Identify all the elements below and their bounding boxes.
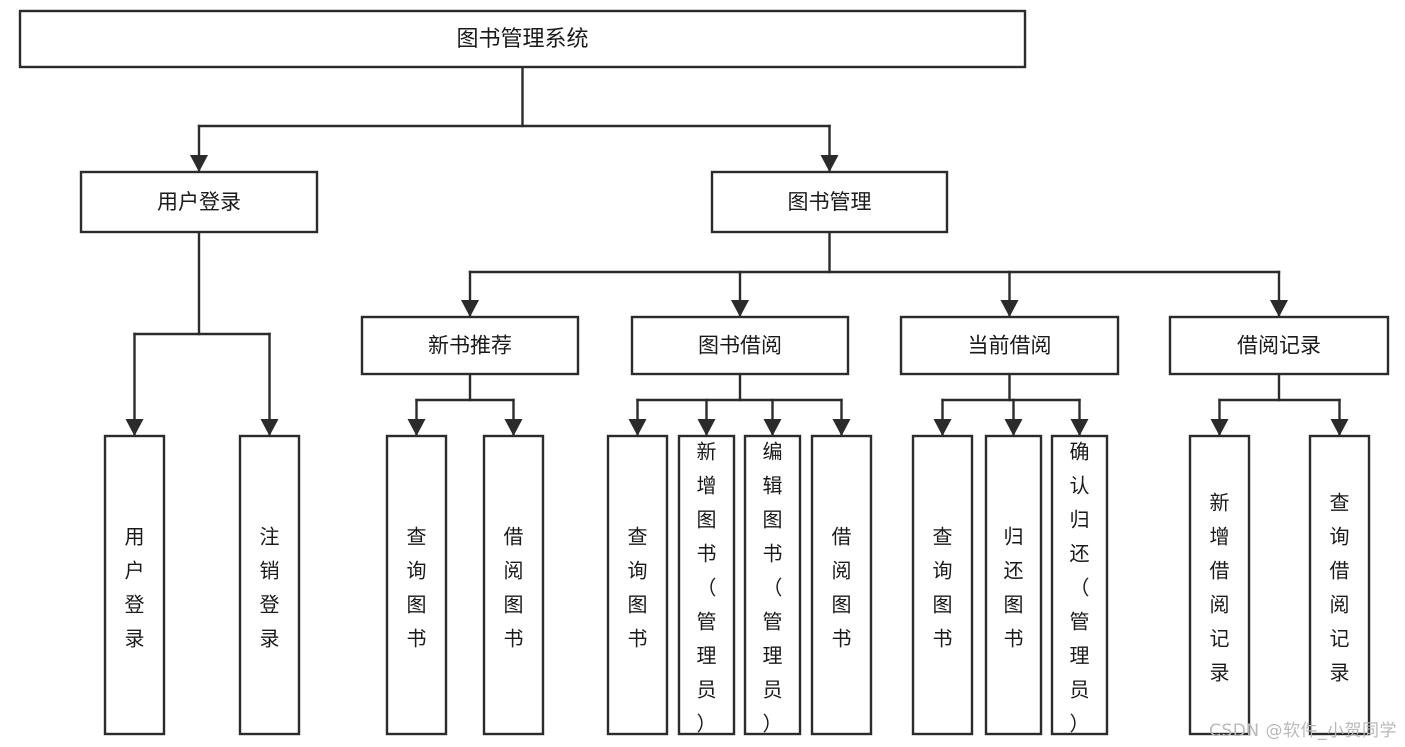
node-label: 借阅记录 xyxy=(1237,334,1321,358)
node-box[interactable] xyxy=(103,434,166,736)
node-label-vertical: 编辑图书（管理员） xyxy=(763,440,783,736)
arrow-head-icon xyxy=(731,300,749,317)
node-label-vertical: 注销登录 xyxy=(260,525,280,651)
node-box[interactable] xyxy=(79,170,319,234)
node-box[interactable] xyxy=(482,434,545,736)
node-box[interactable] xyxy=(1308,434,1371,736)
arrow-head-icon xyxy=(832,419,851,436)
arrow-head-icon xyxy=(697,419,716,436)
node-box[interactable] xyxy=(238,434,301,736)
node-label: 图书管理 xyxy=(788,190,872,214)
node-leaf[interactable]: 归还图书 xyxy=(984,434,1043,736)
node-leaf[interactable]: 借阅图书 xyxy=(482,434,545,736)
arrow-head-icon xyxy=(260,419,279,436)
node-label: 用户登录 xyxy=(157,190,241,214)
arrow-head-icon xyxy=(1004,419,1023,436)
node-label: 图书管理系统 xyxy=(456,27,588,52)
arrow-head-icon xyxy=(504,419,523,436)
node-label-vertical: 确认归还（管理员） xyxy=(1070,440,1090,736)
node-label-vertical: 新增借阅记录 xyxy=(1210,491,1230,685)
node-root[interactable]: 图书管理系统 xyxy=(18,9,1027,69)
node-box[interactable] xyxy=(1168,315,1390,376)
node-label: 当前借阅 xyxy=(968,334,1052,358)
node-box[interactable] xyxy=(984,434,1043,736)
node-layer: 图书管理系统用户登录图书管理新书推荐图书借阅当前借阅借阅记录用户登录注销登录查询… xyxy=(18,9,1390,736)
node-leaf[interactable]: 查询借阅记录 xyxy=(1308,434,1371,736)
node-level3[interactable]: 图书借阅 xyxy=(630,315,850,376)
arrow-head-icon xyxy=(1270,300,1288,317)
node-label-vertical: 用户登录 xyxy=(125,525,145,651)
arrow-head-icon xyxy=(1000,300,1019,317)
arrow-head-icon xyxy=(190,155,208,172)
node-leaf[interactable]: 注销登录 xyxy=(238,434,301,736)
node-label-vertical: 查询图书 xyxy=(933,525,953,651)
arrow-head-icon xyxy=(820,155,839,172)
node-level2[interactable]: 用户登录 xyxy=(79,170,319,234)
arrow-head-icon xyxy=(1330,419,1349,436)
node-level3[interactable]: 新书推荐 xyxy=(360,315,580,376)
node-label: 新书推荐 xyxy=(428,334,512,358)
node-box[interactable] xyxy=(1188,434,1251,736)
arrow-head-icon xyxy=(1210,419,1229,436)
arrow-head-icon xyxy=(125,419,144,436)
node-label-vertical: 新增图书（管理员） xyxy=(697,440,717,736)
node-leaf[interactable]: 查询图书 xyxy=(911,434,974,736)
node-box[interactable] xyxy=(606,434,669,736)
node-label: 图书借阅 xyxy=(698,334,782,358)
node-leaf[interactable]: 借阅图书 xyxy=(810,434,873,736)
node-label-vertical: 查询图书 xyxy=(407,525,427,651)
arrow-head-icon xyxy=(407,419,426,436)
arrow-head-icon xyxy=(933,419,952,436)
node-level2[interactable]: 图书管理 xyxy=(710,170,949,234)
node-box[interactable] xyxy=(18,9,1027,69)
arrow-head-icon xyxy=(1070,419,1089,436)
node-leaf[interactable]: 查询图书 xyxy=(606,434,669,736)
node-label-vertical: 归还图书 xyxy=(1004,525,1024,651)
node-leaf[interactable]: 新增图书（管理员） xyxy=(677,434,736,736)
node-box[interactable] xyxy=(911,434,974,736)
node-box[interactable] xyxy=(743,434,802,736)
node-leaf[interactable]: 编辑图书（管理员） xyxy=(743,434,802,736)
node-box[interactable] xyxy=(1050,434,1109,736)
node-level3[interactable]: 当前借阅 xyxy=(899,315,1120,376)
node-leaf[interactable]: 确认归还（管理员） xyxy=(1050,434,1109,736)
node-leaf[interactable]: 新增借阅记录 xyxy=(1188,434,1251,736)
node-label-vertical: 借阅图书 xyxy=(832,525,852,651)
edge-layer xyxy=(125,65,1349,437)
node-leaf[interactable]: 查询图书 xyxy=(385,434,448,736)
node-leaf[interactable]: 用户登录 xyxy=(103,434,166,736)
node-box[interactable] xyxy=(810,434,873,736)
arrow-head-icon xyxy=(628,419,647,436)
node-level3[interactable]: 借阅记录 xyxy=(1168,315,1390,376)
node-label-vertical: 借阅图书 xyxy=(504,525,524,651)
node-box[interactable] xyxy=(630,315,850,376)
node-box[interactable] xyxy=(385,434,448,736)
node-box[interactable] xyxy=(899,315,1120,376)
arrow-head-icon xyxy=(763,419,782,436)
node-box[interactable] xyxy=(360,315,580,376)
node-box[interactable] xyxy=(710,170,949,234)
node-box[interactable] xyxy=(677,434,736,736)
node-label-vertical: 查询图书 xyxy=(628,525,648,651)
node-label-vertical: 查询借阅记录 xyxy=(1330,491,1350,685)
arrow-head-icon xyxy=(461,300,479,317)
